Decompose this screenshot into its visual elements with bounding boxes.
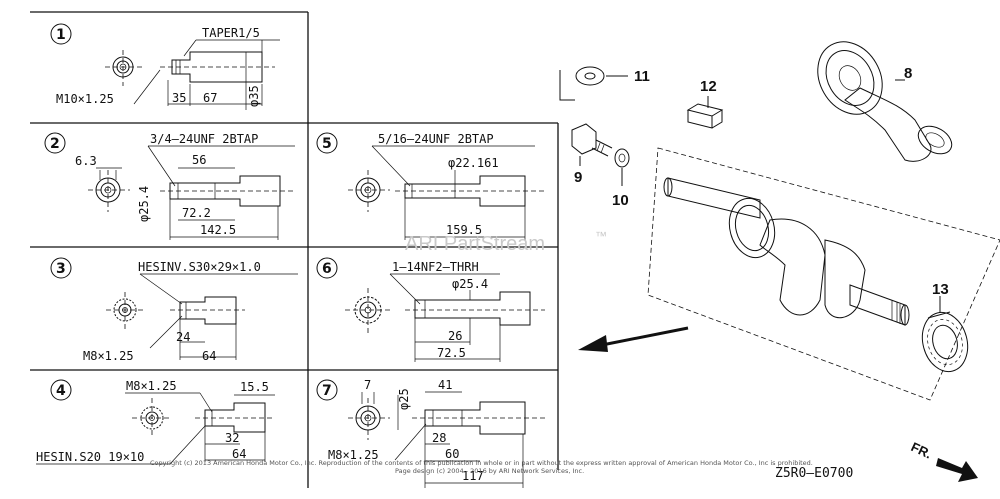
crankshaft-assembly [647,147,1000,401]
panel-number: 4 [56,383,66,399]
part-12-key: 12 [686,78,724,129]
part-number: 11 [634,68,650,85]
dim-label: φ25 [397,388,411,410]
thread-label: M8×1.25 [126,379,177,393]
part-number: 10 [612,192,629,209]
shaft-side-view [412,391,545,488]
dim-label: φ35 [247,85,261,107]
dim-label: 64 [202,349,216,363]
spec-label: HESIN.S20 19×10 [36,450,144,464]
spec-label: 3/4—24UNF 2BTAP [150,132,258,146]
panel-number: 1 [56,27,66,43]
dim-label: φ25.4 [137,186,151,222]
shaft-end-view [348,392,390,440]
dim-label: 6.3 [75,154,97,168]
watermark-tm: ™ [595,229,607,243]
panel-number: 5 [322,136,332,152]
panel-6: 6 1—14NF2—THRH φ25.4 26 72.5 [316,257,545,362]
dim-label: 41 [438,378,452,392]
part-11-washer: 11 [559,66,650,101]
shaft-end-view [132,398,172,438]
part-9-bolt: 9 [571,123,613,186]
diagram-code: Z5R0—E0700 [775,466,853,481]
front-indicator: FR. [909,439,978,482]
shaft-end-view [106,292,145,330]
dim-label: 67 [203,91,217,105]
watermark: ARI PartStream [405,233,545,255]
shaft-side-view [160,40,275,110]
shaft-end-view [105,50,142,86]
part-number: 12 [700,78,717,95]
shaft-side-view [195,394,275,462]
dim-label: 72.2 [182,206,211,220]
dim-label: 28 [432,431,446,445]
dim-label: 35 [172,91,186,105]
panel-number: 2 [50,136,60,152]
dim-label: 72.5 [437,346,466,360]
front-arrow-icon [936,458,978,482]
dim-label: 64 [232,447,246,461]
thread-label: M8×1.25 [83,349,134,363]
thread-label: M8×1.25 [328,448,379,462]
panel-4: 4 M8×1.25 HESIN.S20 19×10 15.5 32 64 [36,379,275,465]
dim-label: 60 [445,447,459,461]
part-number: 8 [904,65,912,82]
copyright-line-1: Copyright (c) 2013 American Honda Motor … [150,459,813,467]
part-number: 13 [932,281,949,298]
panel-number: 6 [322,261,332,277]
dim-label: φ22.161 [448,156,499,170]
part-number: 9 [574,169,582,186]
dim-label: φ25.4 [452,277,488,291]
part-10-washer: 10 [612,148,630,209]
shaft-end-view [345,288,392,334]
panel-number: 7 [322,383,332,399]
dim-label: 159.5 [446,223,482,237]
dim-label: 56 [192,153,206,167]
dim-label: 26 [448,329,462,343]
spec-label: TAPER1/5 [202,26,260,40]
panel-3: 3 HESINV.S30×29×1.0 M8×1.25 24 64 [50,257,298,363]
shaft-side-view [160,167,295,240]
dim-label: 24 [176,330,190,344]
part-8-balancer-shaft: 8 [817,41,953,162]
copyright-line-2: Page design (c) 2004 - 2016 by ARI Netwo… [395,467,584,475]
shaft-side-view [170,296,245,360]
shaft-end-view [348,170,390,212]
part-13-bearing: 13 [921,281,969,373]
dim-label: 7 [364,378,371,392]
shaft-types-grid [30,11,559,488]
dim-label: 117 [462,469,484,483]
direction-arrow [578,326,689,352]
spec-label: 1—14NF2—THRH [392,260,479,274]
shaft-side-view [405,290,545,362]
front-label: FR. [909,439,934,461]
dim-label: 142.5 [200,223,236,237]
shaft-side-view [395,170,545,240]
spec-label: 5/16—24UNF 2BTAP [378,132,494,146]
dim-label: 15.5 [240,380,269,394]
shaft-end-view [88,167,130,212]
dim-label: 32 [225,431,239,445]
panel-1: 1 TAPER1/5 M10×1.25 35 67 φ35 [50,23,280,110]
panel-5: 5 5/16—24UNF 2BTAP φ22.161 159.5 [316,132,545,240]
panel-7: 7 M8×1.25 7 φ25 41 28 60 [316,378,545,488]
thread-label: M10×1.25 [56,92,114,106]
panel-2: 2 3/4—24UNF 2BTAP 6.3 56 φ25.4 [44,132,295,240]
panel-number: 3 [56,261,66,277]
spec-label: HESINV.S30×29×1.0 [138,260,261,274]
